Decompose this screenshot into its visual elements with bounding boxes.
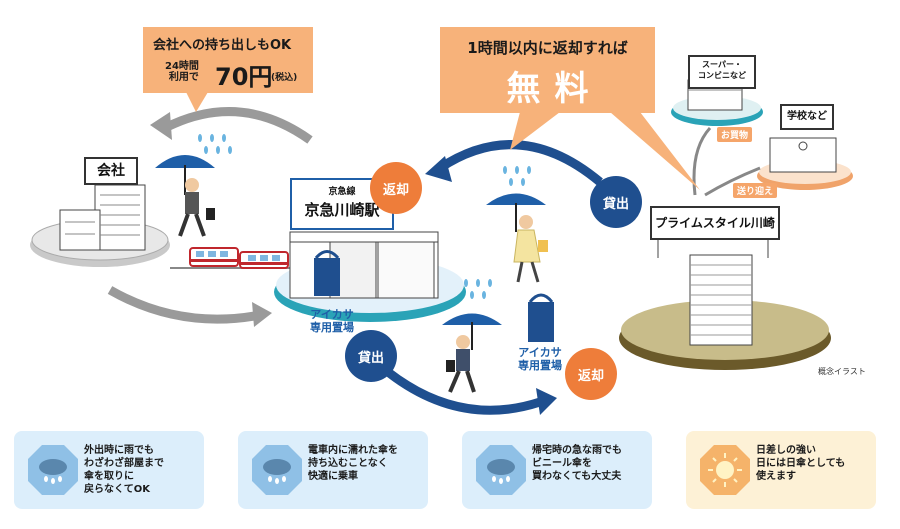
man-umbrella-1	[155, 155, 215, 237]
callout-free-line1: 1時間以内に返却すれば	[467, 39, 628, 57]
man-umbrella-2	[442, 313, 502, 393]
tag-shopping: お買物	[717, 127, 753, 142]
panel-4-text: 日差しの強い 日には日傘としても 使えます	[756, 445, 846, 482]
school-sign: 学校など	[780, 104, 834, 130]
return-circle-station: 返却	[370, 162, 422, 214]
concept-note: 概念イラスト	[818, 367, 866, 376]
station-platform	[274, 231, 466, 322]
rain-drops	[198, 134, 531, 299]
gray-arrow-top	[162, 107, 313, 144]
prime-style-sign: プライムスタイル川崎	[650, 206, 780, 240]
callout-company-small: 24時間 利用で	[165, 61, 199, 83]
callout-free: 1時間以内に返却すれば 無料	[440, 27, 655, 113]
storage-label-2: アイカサ 専用置場	[518, 346, 562, 372]
prime-style-building	[619, 236, 831, 370]
train	[170, 247, 290, 269]
callout-free-big: 無料	[506, 69, 603, 109]
station-line-name: 京急線	[328, 187, 356, 197]
gray-arrow-bottom	[107, 286, 261, 324]
panel-1: 外出時に雨でも わざわざ部屋まで 傘を取りに 戻らなくてOK	[14, 431, 204, 509]
return-circle-bottom: 返却	[565, 348, 617, 400]
lend-circle-station: 貸出	[345, 330, 397, 382]
lend-circle-prime: 貸出	[590, 176, 642, 228]
station-storage-label: アイカサ 専用置場	[310, 308, 354, 334]
rain-cloud-icon	[476, 445, 526, 495]
panel-4: 日差しの強い 日には日傘としても 使えます	[686, 431, 876, 509]
panel-2-text: 電車内に濡れた傘を 持ち込むことなく 快適に乗車	[308, 445, 398, 482]
company-sign: 会社	[84, 157, 138, 185]
rain-cloud-icon	[252, 445, 302, 495]
panel-3-text: 帰宅時の急な雨でも ビニール傘を 買わなくても大丈夫	[532, 445, 622, 482]
panel-1-text: 外出時に雨でも わざわざ部屋まで 傘を取りに 戻らなくてOK	[84, 445, 164, 495]
callout-company-price: 70円	[215, 63, 273, 91]
callout-company-ok: 会社への持ち出しもOK 24時間 利用で 70円 (税込)	[143, 27, 313, 93]
panel-3: 帰宅時の急な雨でも ビニール傘を 買わなくても大丈夫	[462, 431, 652, 509]
callout-company-line1: 会社への持ち出しもOK	[153, 38, 292, 53]
company-building	[30, 184, 170, 267]
panel-2: 電車内に濡れた傘を 持ち込むことなく 快適に乗車	[238, 431, 428, 509]
branch-arrows	[692, 126, 761, 197]
station-sign: 京急線 京急川崎駅	[290, 178, 394, 230]
rain-cloud-icon	[28, 445, 78, 495]
station-name: 京急川崎駅	[304, 201, 380, 219]
blue-arrow-top	[437, 140, 603, 186]
school-building	[757, 137, 853, 190]
woman-umbrella	[486, 193, 548, 283]
callout-company-tax: (税込)	[271, 73, 298, 83]
tag-pickup: 送り迎え	[733, 183, 778, 198]
blue-arrow-bottom	[385, 368, 542, 415]
store-sign: スーパー・ コンビニなど	[688, 55, 756, 89]
sun-icon	[700, 445, 750, 495]
umbrella-stand-2	[528, 293, 554, 342]
